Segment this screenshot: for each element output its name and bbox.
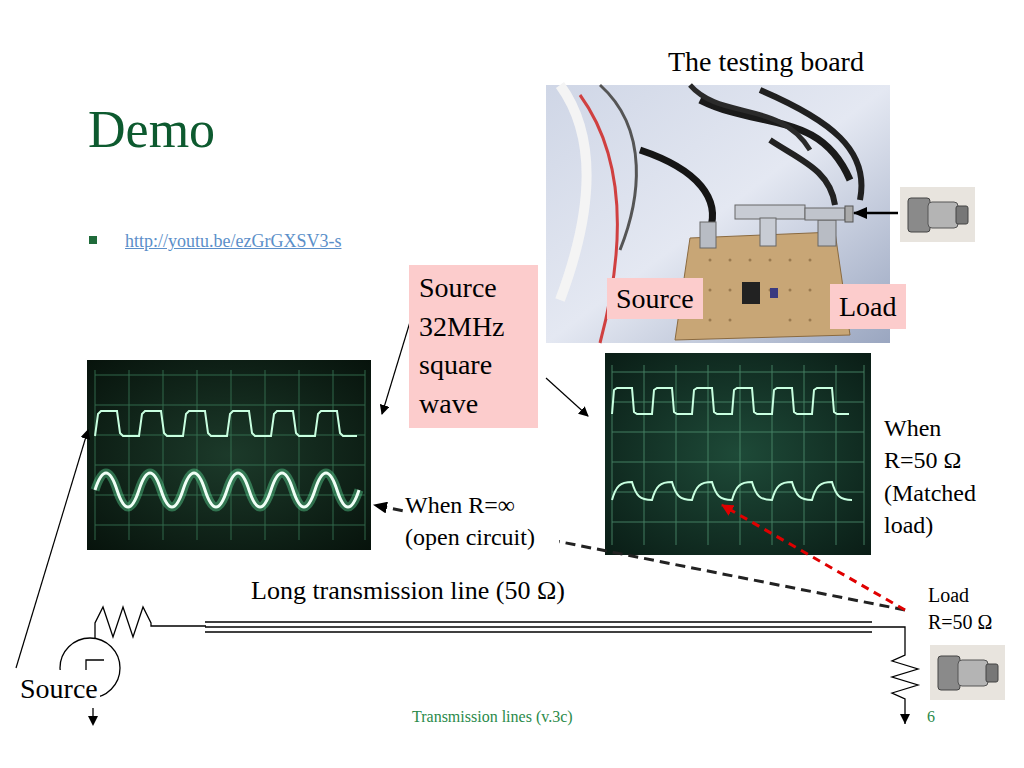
line-label: Long transmission line (50 Ω) (249, 573, 567, 608)
callout-box: Source 32MHz square wave (409, 265, 538, 428)
part-label-box: Load (830, 284, 906, 329)
box-text: Source 32MHz square wave (419, 269, 528, 424)
ground-arrow (88, 716, 98, 726)
oscilloscope-screen (605, 353, 871, 555)
circuit-schematic (60, 607, 918, 724)
load-label: Load R=50 Ω (928, 582, 1004, 636)
box-text: Source (616, 281, 694, 316)
page-number: 6 (927, 706, 935, 728)
source-label: Source (18, 670, 100, 708)
leader-arrow (546, 378, 588, 416)
dashed-arrow (722, 505, 905, 610)
bnc-terminator-icon (930, 645, 1005, 700)
pointer-arrow (854, 212, 898, 215)
slide-title: Demo (88, 100, 215, 160)
box-text: Load (839, 289, 897, 324)
ground-arrow (900, 714, 910, 724)
scope-note: When R=50 Ω (Matched load) (884, 412, 994, 542)
leader-arrow (382, 322, 410, 414)
footer-text: Transmission lines (v.3c) (412, 706, 573, 728)
leader-arrow (16, 430, 88, 668)
oscilloscope-screen (87, 360, 371, 550)
bnc-terminator-icon (900, 187, 975, 242)
scope-note: When R=∞ (open circuit) (403, 489, 559, 554)
video-link: http://youtu.be/ezGrGXSV3-s (125, 229, 341, 253)
bullet-mark (89, 236, 97, 244)
part-label-box: Source (607, 278, 703, 319)
photo-caption: The testing board (668, 43, 864, 81)
